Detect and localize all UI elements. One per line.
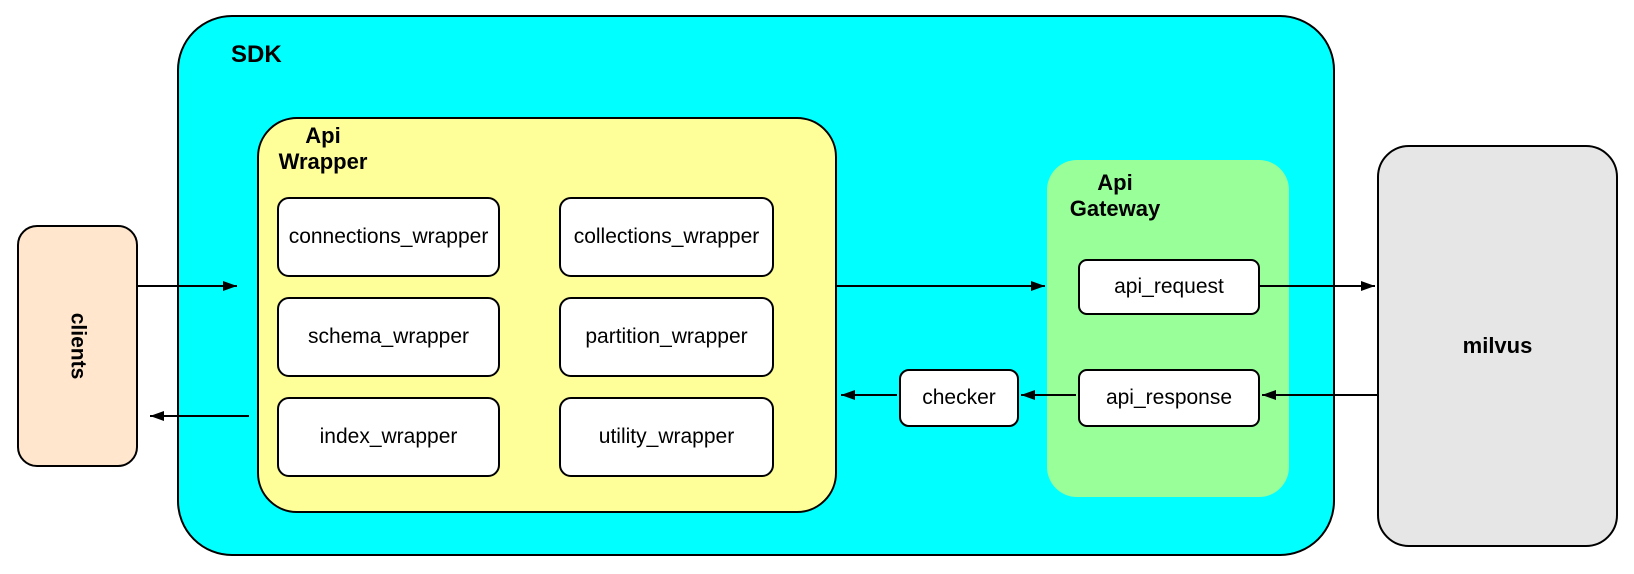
node-clients-label: clients — [66, 312, 90, 380]
node-milvus: milvus — [1377, 145, 1618, 547]
api-wrapper-label-line2: Wrapper — [278, 149, 368, 175]
node-clients: clients — [17, 225, 138, 467]
api-gateway-label-line1: Api — [1097, 170, 1133, 195]
node-api-response: api_response — [1078, 369, 1260, 427]
node-utility-wrapper: utility_wrapper — [559, 397, 774, 477]
node-api-wrapper: Api Wrapper connections_wrapper collecti… — [257, 117, 837, 513]
node-api-gateway-label: Api Gateway — [1065, 170, 1165, 223]
node-sdk: SDK Api Wrapper connections_wrapper coll… — [177, 15, 1335, 556]
node-collections-wrapper: collections_wrapper — [559, 197, 774, 277]
node-api-wrapper-label: Api Wrapper — [267, 123, 379, 176]
api-gateway-label-line2: Gateway — [1069, 196, 1161, 222]
node-api-gateway: Api Gateway api_request api_response — [1047, 160, 1289, 497]
api-wrapper-label-line1: Api — [305, 123, 341, 148]
node-index-wrapper: index_wrapper — [277, 397, 500, 477]
node-sdk-label: SDK — [231, 41, 282, 68]
node-schema-wrapper: schema_wrapper — [277, 297, 500, 377]
node-connections-wrapper: connections_wrapper — [277, 197, 500, 277]
node-api-request: api_request — [1078, 259, 1260, 315]
node-checker: checker — [899, 369, 1019, 427]
node-partition-wrapper: partition_wrapper — [559, 297, 774, 377]
